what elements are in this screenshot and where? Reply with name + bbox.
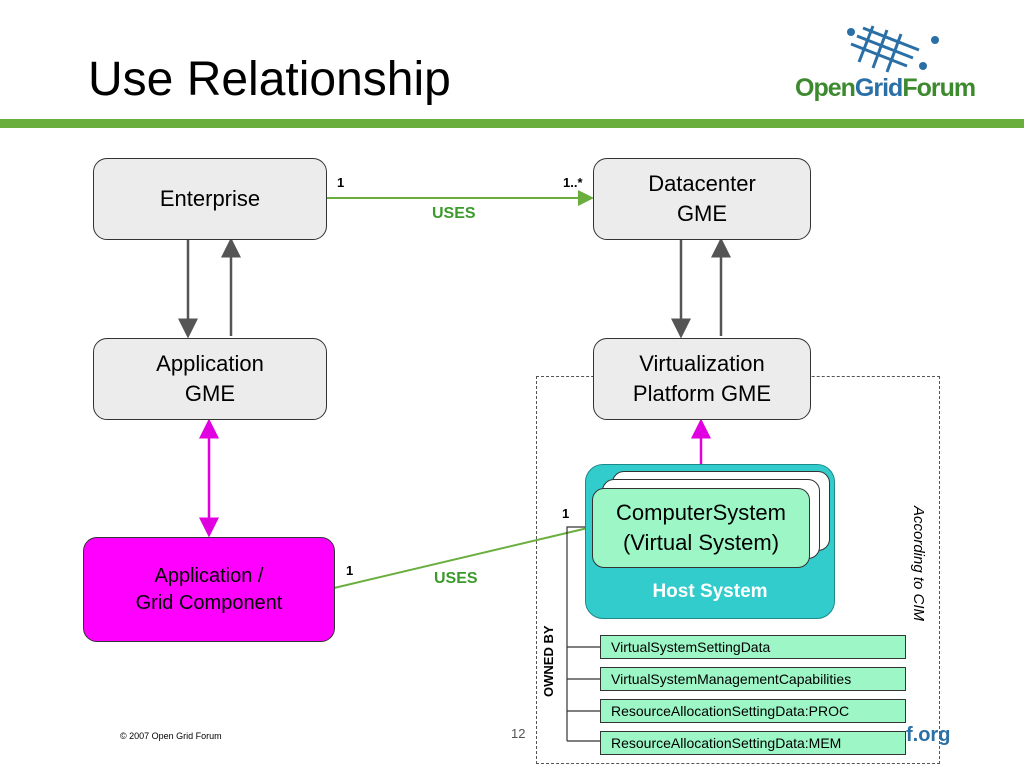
virtualization-platform-box: Virtualization Platform GME bbox=[593, 338, 811, 420]
owned-by-tree bbox=[566, 526, 592, 741]
application-gme-box: Application GME bbox=[93, 338, 327, 420]
title-rule bbox=[0, 119, 1024, 128]
logo-wordmark: OpenGridForum bbox=[795, 74, 976, 102]
setting-item: VirtualSystemSettingData bbox=[600, 635, 906, 659]
host-system-label: Host System bbox=[652, 581, 768, 602]
uses-label-bottom: USES bbox=[434, 570, 478, 587]
uses-label-top: USES bbox=[432, 205, 476, 222]
copyright: © 2007 Open Grid Forum bbox=[120, 731, 222, 741]
page-title: Use Relationship bbox=[88, 53, 451, 106]
mult-app-grid: 1 bbox=[346, 563, 354, 578]
ogf-logo: OpenGridForum bbox=[795, 22, 985, 114]
setting-item: ResourceAllocationSettingData:PROC bbox=[600, 699, 906, 723]
owned-by-label: OWNED BY bbox=[541, 625, 556, 698]
org-url-fragment: f.org bbox=[906, 724, 951, 746]
grid-logo-icon bbox=[847, 25, 939, 73]
enterprise-box: Enterprise bbox=[93, 158, 327, 240]
uses-line-bottom bbox=[333, 526, 593, 589]
mult-enterprise: 1 bbox=[337, 175, 345, 190]
according-to-cim-label: According to CIM bbox=[910, 506, 927, 622]
page-number: 12 bbox=[511, 726, 526, 741]
mult-datacenter: 1..* bbox=[563, 175, 583, 190]
datacenter-gme-box: Datacenter GME bbox=[593, 158, 811, 240]
setting-item: ResourceAllocationSettingData:MEM bbox=[600, 731, 906, 755]
setting-item: VirtualSystemManagementCapabilities bbox=[600, 667, 906, 691]
computer-system-box: ComputerSystem (Virtual System) bbox=[592, 488, 810, 568]
app-grid-component-box: Application / Grid Component bbox=[83, 537, 335, 642]
mult-computer-system: 1 bbox=[562, 506, 570, 521]
